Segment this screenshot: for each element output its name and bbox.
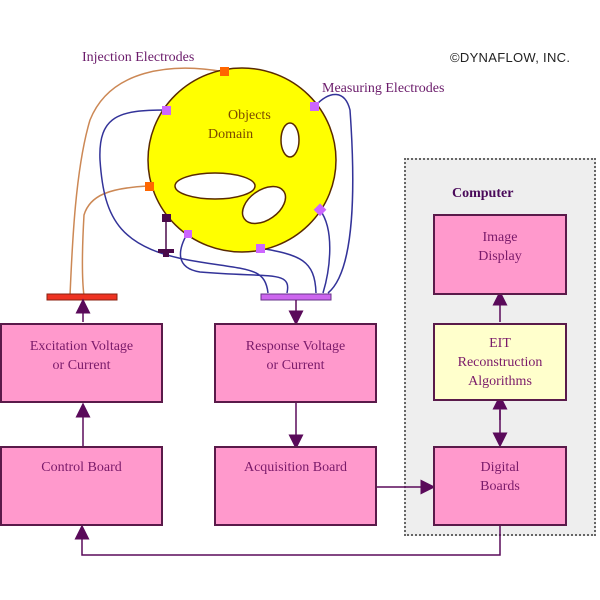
measuring-electrode-3 bbox=[313, 203, 327, 217]
feedback-line-digital-to-control bbox=[74, 524, 501, 556]
measuring-electrode-2 bbox=[310, 102, 319, 111]
computer-panel-title: Computer bbox=[452, 186, 514, 201]
control-board-label: Control Board bbox=[41, 460, 122, 475]
object-inclusion-3 bbox=[241, 185, 287, 225]
object-inclusion-1 bbox=[280, 122, 300, 158]
injection-wire-left bbox=[81, 185, 149, 297]
excitation-box: Excitation Voltage or Current bbox=[0, 323, 163, 403]
eit-line3: Algorithms bbox=[468, 374, 532, 389]
measuring-electrode-5 bbox=[184, 230, 192, 238]
measuring-wire-5 bbox=[314, 93, 354, 294]
measuring-wire-3 bbox=[259, 247, 317, 294]
objects-domain bbox=[147, 67, 337, 253]
ground-electrode bbox=[162, 214, 171, 222]
injection-bar bbox=[46, 293, 118, 301]
response-box: Response Voltage or Current bbox=[214, 323, 377, 403]
eit-reconstruction-box: EIT Reconstruction Algorithms bbox=[433, 323, 567, 401]
measuring-electrodes-label: Measuring Electrodes bbox=[322, 81, 445, 96]
ground-icon bbox=[158, 249, 174, 253]
digital-boards-box: Digital Boards bbox=[433, 446, 567, 526]
eit-line2: Reconstruction bbox=[457, 355, 543, 370]
injection-wire-top bbox=[69, 67, 226, 297]
object-inclusion-2 bbox=[174, 172, 256, 200]
measuring-electrode-1 bbox=[162, 106, 171, 115]
image-display-line1: Image bbox=[482, 230, 518, 245]
measuring-bar bbox=[260, 293, 332, 301]
acquisition-board-label: Acquisition Board bbox=[243, 460, 348, 475]
digital-boards-line1: Digital bbox=[480, 460, 520, 475]
control-board-box: Control Board bbox=[0, 446, 163, 526]
measuring-wire-2 bbox=[179, 233, 289, 294]
acquisition-board-box: Acquisition Board bbox=[214, 446, 377, 526]
measuring-wire-1 bbox=[99, 109, 269, 294]
injection-electrode-left bbox=[145, 182, 154, 191]
injection-electrode-top bbox=[220, 67, 229, 76]
injection-electrodes-label: Injection Electrodes bbox=[82, 50, 195, 65]
eit-line1: EIT bbox=[489, 336, 511, 351]
excitation-box-line2: or Current bbox=[52, 358, 111, 373]
image-display-box: Image Display bbox=[433, 214, 567, 295]
image-display-line2: Display bbox=[478, 249, 522, 264]
measuring-electrode-4 bbox=[256, 244, 265, 253]
response-box-line2: or Current bbox=[266, 358, 325, 373]
domain-label-line2: Domain bbox=[208, 127, 254, 142]
copyright-text: ©DYNAFLOW, INC. bbox=[450, 50, 571, 65]
measuring-wire-4 bbox=[319, 209, 331, 294]
digital-boards-line2: Boards bbox=[480, 479, 520, 494]
excitation-box-line1: Excitation Voltage bbox=[29, 339, 134, 354]
response-box-line1: Response Voltage bbox=[245, 339, 346, 354]
domain-label-line1: Objects bbox=[228, 108, 271, 123]
